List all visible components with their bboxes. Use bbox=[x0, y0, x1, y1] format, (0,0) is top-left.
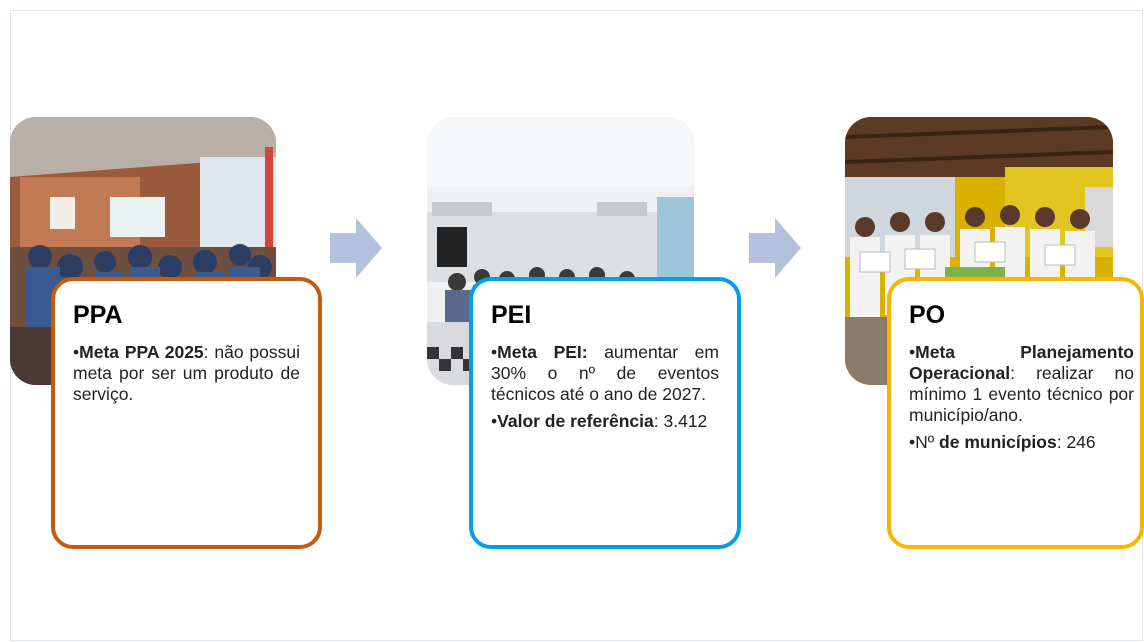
card-bullets: •Meta PPA 2025: não possui meta por ser … bbox=[73, 342, 300, 405]
bullet-bold: Meta Planejamento Operacional bbox=[909, 342, 1134, 383]
bullet-char: • bbox=[909, 432, 916, 452]
bullet-item: •Nº de municípios: 246 bbox=[909, 432, 1134, 453]
bullet-prefix: Nº bbox=[915, 432, 940, 452]
arrow-right-icon bbox=[330, 218, 382, 278]
bullet-char: • bbox=[909, 342, 916, 362]
card-title: PO bbox=[909, 301, 946, 329]
arrow-shape bbox=[330, 218, 382, 278]
bullet-rest: : não possui meta por ser um produto de … bbox=[73, 342, 301, 404]
bullet-bold: de municípios bbox=[939, 432, 1057, 452]
bullet-bold: Meta PEI: bbox=[497, 342, 588, 362]
card-title: PEI bbox=[491, 301, 532, 329]
card-bullets: •Meta Planejamento Operacional: realizar… bbox=[909, 342, 1134, 453]
bullet-item: •Meta Planejamento Operacional: realizar… bbox=[909, 342, 1134, 426]
bullet-char: • bbox=[73, 342, 80, 362]
card-title: PPA bbox=[73, 301, 123, 329]
bullet-rest: : realizar no mínimo 1 evento técnico po… bbox=[909, 363, 1134, 425]
bullet-char: • bbox=[491, 411, 498, 431]
bullet-item: •Meta PEI: aumentar em 30% o nº de event… bbox=[491, 342, 719, 405]
bullet-rest: : 246 bbox=[1056, 432, 1096, 452]
arrow-shape bbox=[749, 218, 801, 278]
bullet-bold: Meta PPA 2025 bbox=[79, 342, 204, 362]
card-bullets: •Meta PEI: aumentar em 30% o nº de event… bbox=[491, 342, 719, 432]
arrow-right-icon bbox=[749, 218, 801, 278]
bullet-bold: Valor de referência bbox=[497, 411, 654, 431]
card-ppa: PPA •Meta PPA 2025: não possui meta por … bbox=[51, 277, 322, 549]
bullet-rest: aumentar em 30% o nº de eventos técnicos… bbox=[491, 342, 719, 404]
bullet-rest: : 3.412 bbox=[653, 411, 708, 431]
card-po: PO •Meta Planejamento Operacional: reali… bbox=[887, 277, 1144, 549]
bullet-item: •Meta PPA 2025: não possui meta por ser … bbox=[73, 342, 300, 405]
card-pei: PEI •Meta PEI: aumentar em 30% o nº de e… bbox=[469, 277, 741, 549]
bullet-item: •Valor de referência: 3.412 bbox=[491, 411, 719, 432]
bullet-char: • bbox=[491, 342, 498, 362]
